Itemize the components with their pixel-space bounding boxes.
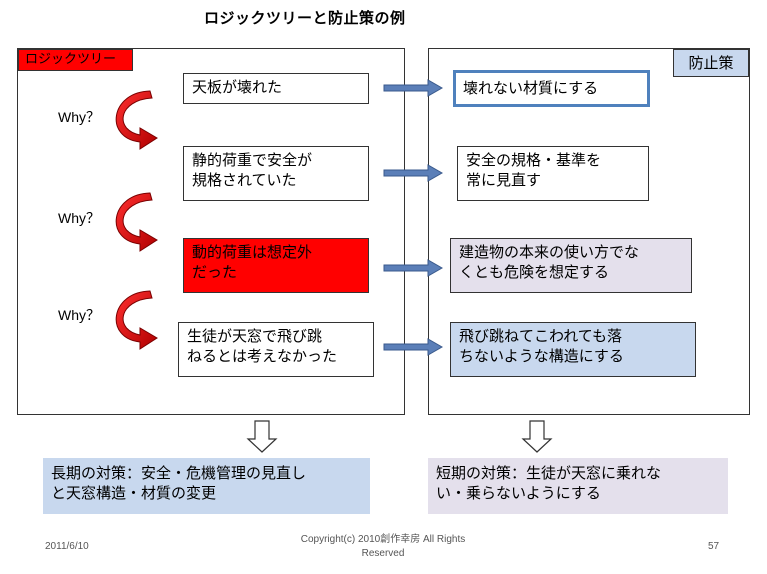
copyright-line: Reserved xyxy=(361,548,405,559)
right-arrow-icon xyxy=(383,259,444,277)
page-title: ロジックツリーと防止策の例 xyxy=(204,9,406,27)
why-arrow-icon xyxy=(115,290,158,350)
logic-tree-tag: ロジックツリー xyxy=(18,49,133,71)
tree-node-2: 静的荷重で安全が 規格されていた xyxy=(183,146,369,201)
right-arrow-icon xyxy=(383,79,444,97)
right-arrow-icon xyxy=(383,338,444,356)
measure-text: 安全の規格・基準を xyxy=(466,151,602,169)
tree-node-text: 生徒が天窓で飛び跳 xyxy=(187,327,323,345)
measure-text: 建造物の本来の使い方でな xyxy=(459,243,640,261)
measure-4: 飛び跳ねてこわれても落 ちないような構造にする xyxy=(450,322,696,377)
long-term-measure: 長期の対策：安全・危機管理の見直し と天窓構造・材質の変更 xyxy=(43,458,370,514)
down-arrow-icon xyxy=(246,420,278,453)
measure-2: 安全の規格・基準を 常に見直す xyxy=(457,146,649,201)
why-label: Why？ xyxy=(58,109,100,125)
measure-text: 飛び跳ねてこわれても落 xyxy=(459,327,623,345)
why-arrow-icon xyxy=(115,90,158,150)
measure-text: 壊れない材質にする xyxy=(463,79,599,97)
short-term-text: い・乗らないようにする xyxy=(436,484,601,502)
tree-node-3: 動的荷重は想定外 だった xyxy=(183,238,369,293)
why-label: Why？ xyxy=(58,210,100,226)
long-term-text: 長期の対策：安全・危機管理の見直し xyxy=(51,464,307,482)
measure-1: 壊れない材質にする xyxy=(453,70,650,107)
page-number: 57 xyxy=(708,541,720,552)
tree-node-text: 規格されていた xyxy=(192,171,297,189)
tree-node-1: 天板が壊れた xyxy=(183,73,369,104)
why-arrow-icon xyxy=(115,192,158,252)
long-term-text: と天窓構造・材質の変更 xyxy=(51,484,217,502)
prevention-tag: 防止策 xyxy=(673,49,749,77)
tree-node-text: 天板が壊れた xyxy=(192,78,283,96)
tree-node-text: 静的荷重で安全が xyxy=(192,151,313,169)
short-term-text: 短期の対策：生徒が天窓に乗れな xyxy=(436,464,662,482)
right-arrow-icon xyxy=(383,164,444,182)
measure-text: ちないような構造にする xyxy=(459,347,624,365)
copyright-line: Copyright(c) 2010創作幸房 All Rights xyxy=(300,534,466,545)
footer-date: 2011/6/10 xyxy=(45,541,89,552)
measure-3: 建造物の本来の使い方でな くとも危険を想定する xyxy=(450,238,692,293)
measure-text: くとも危険を想定する xyxy=(459,263,610,281)
tree-node-4: 生徒が天窓で飛び跳 ねるとは考えなかった xyxy=(178,322,374,377)
down-arrow-icon xyxy=(521,420,553,453)
tree-node-text: ねるとは考えなかった xyxy=(187,347,338,365)
why-label: Why？ xyxy=(58,307,100,323)
footer-copyright: Copyright(c) 2010創作幸房 All Rights Reserve… xyxy=(268,533,498,561)
tree-node-text: だった xyxy=(192,263,238,281)
measure-text: 常に見直す xyxy=(466,171,542,189)
short-term-measure: 短期の対策：生徒が天窓に乗れな い・乗らないようにする xyxy=(428,458,728,514)
tree-node-text: 動的荷重は想定外 xyxy=(192,243,313,261)
